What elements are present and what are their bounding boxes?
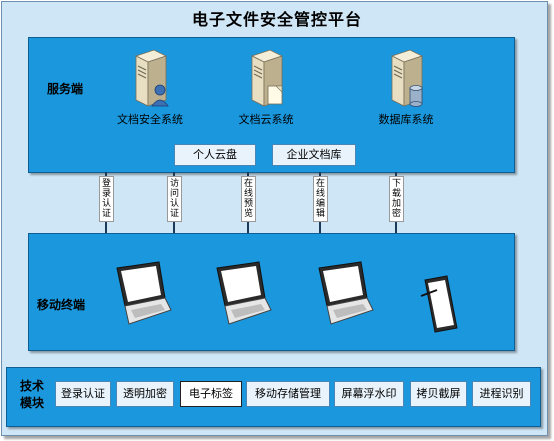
personal-cloud-button[interactable]: 个人云盘 bbox=[174, 144, 256, 166]
server-panel: 服务端 文档安全系统 文档云系统 bbox=[28, 37, 515, 173]
server-user-icon bbox=[134, 49, 169, 107]
server-panel-label: 服务端 bbox=[47, 82, 84, 96]
enterprise-library-button[interactable]: 企业文档库 bbox=[272, 144, 356, 166]
tech-login-auth-button[interactable]: 登录认证 bbox=[55, 381, 111, 407]
tech-screen-watermark-button[interactable]: 屏幕浮水印 bbox=[334, 381, 404, 407]
tech-e-label-button[interactable]: 电子标签 bbox=[180, 381, 242, 407]
laptop-icon bbox=[318, 261, 374, 325]
tech-transparent-encryption-button[interactable]: 透明加密 bbox=[116, 381, 174, 407]
mobile-panel: 移动终端 bbox=[28, 233, 515, 351]
laptop-icon bbox=[216, 261, 272, 325]
tech-modules-panel: 技术模块 登录认证 透明加密 电子标签 移动存储管理 屏幕浮水印 拷贝截屏 进程… bbox=[6, 367, 541, 427]
tablet-icon bbox=[420, 275, 458, 333]
tech-mobile-storage-button[interactable]: 移动存储管理 bbox=[246, 381, 330, 407]
connector-label-download: 下载加密 bbox=[389, 176, 404, 222]
node-doc-cloud: 文档云系统 bbox=[226, 48, 306, 127]
node-doc-security-label: 文档安全系统 bbox=[117, 113, 183, 126]
page-title: 电子文件安全管控平台 bbox=[191, 10, 362, 29]
node-doc-security: 文档安全系统 bbox=[105, 48, 195, 127]
mobile-panel-label: 移动终端 bbox=[37, 298, 86, 312]
node-doc-cloud-label: 文档云系统 bbox=[238, 113, 294, 126]
tech-process-recognition-button[interactable]: 进程识别 bbox=[472, 381, 531, 407]
server-database-icon bbox=[390, 49, 424, 107]
tech-modules-label: 技术模块 bbox=[19, 379, 44, 410]
connector-label-login: 登录认证 bbox=[99, 176, 114, 222]
node-database-label: 数据库系统 bbox=[378, 113, 434, 126]
server-document-icon bbox=[250, 49, 284, 107]
connector-label-edit: 在线编辑 bbox=[313, 176, 328, 222]
tech-copy-screenshot-button[interactable]: 拷贝截屏 bbox=[410, 381, 467, 407]
laptop-icon bbox=[116, 261, 172, 325]
connector-label-preview: 在线预览 bbox=[241, 176, 256, 222]
connector-label-access: 访问认证 bbox=[167, 176, 182, 222]
node-database: 数据库系统 bbox=[366, 48, 446, 127]
